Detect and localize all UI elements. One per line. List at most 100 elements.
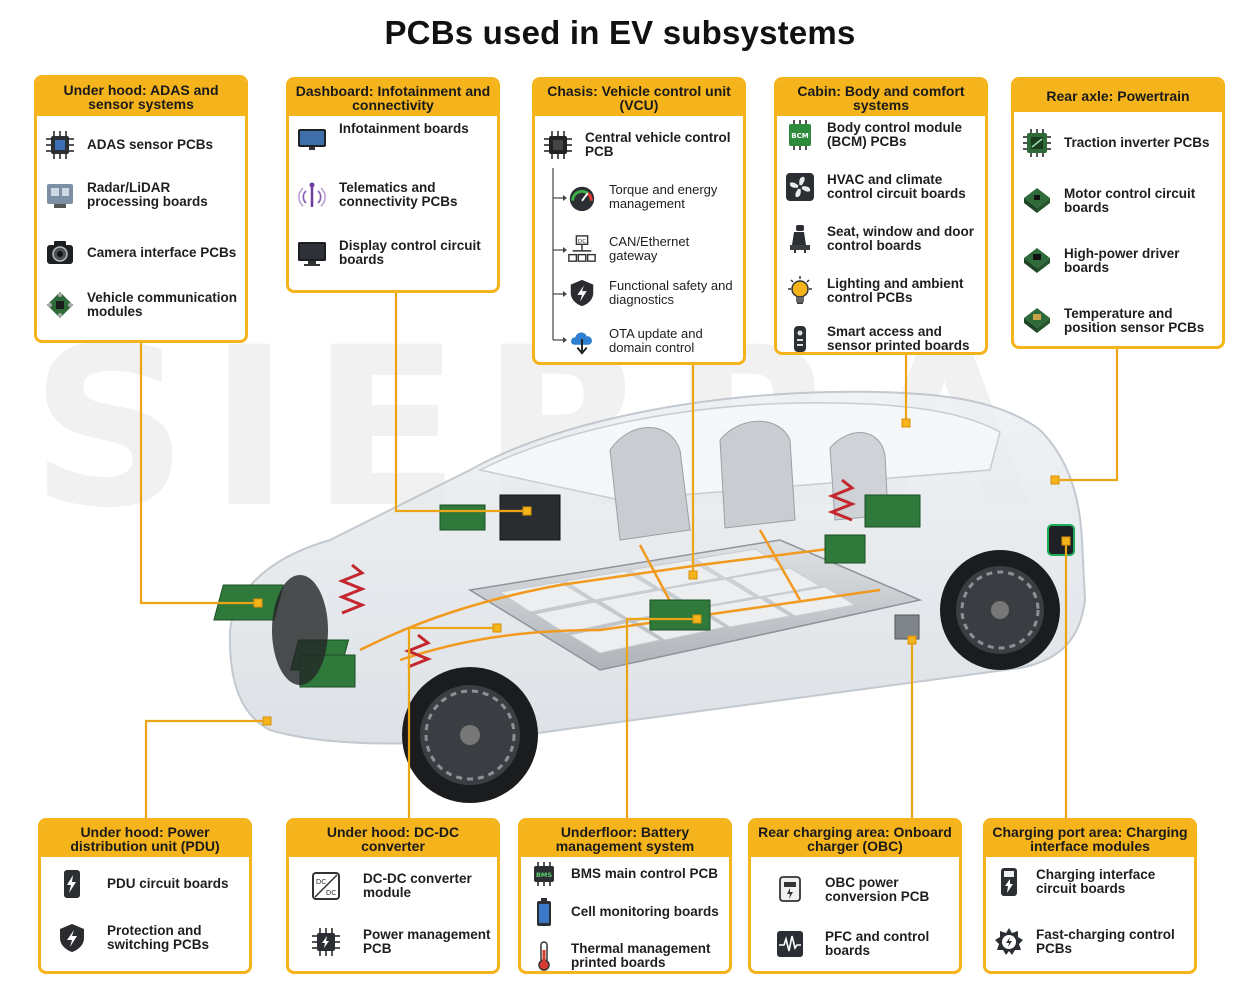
- item-label: Functional safety and diagnostics: [609, 278, 733, 307]
- shield-bolt-icon: [55, 921, 89, 955]
- item-label: Body control module (BCM) PCBs: [827, 120, 962, 149]
- dc-network-icon: DC: [565, 232, 599, 266]
- list-item: Torque and energy management: [565, 180, 739, 214]
- list-item: Fast-charging control PCBs: [992, 925, 1190, 959]
- page-title: PCBs used in EV subsystems: [384, 14, 856, 51]
- list-item: Vehicle communication modules: [43, 288, 241, 322]
- list-item: Seat, window and door control boards: [783, 222, 981, 256]
- item-label: DC-DC converter module: [363, 871, 472, 900]
- inverter-chip-icon: [1020, 126, 1054, 160]
- item-label: Charging interface circuit boards: [1036, 867, 1156, 896]
- svg-text:DC: DC: [326, 889, 336, 897]
- network-board-icon: [43, 288, 77, 322]
- thermometer-icon: [527, 939, 561, 971]
- adas-header: Under hood: ADAS and sensor systems: [37, 78, 245, 116]
- item-label: Torque and energy management: [609, 182, 718, 211]
- list-item: Display control circuit boards: [295, 236, 493, 270]
- item-label: Seat, window and door control boards: [827, 224, 975, 253]
- list-item: High-power driver boards: [1020, 244, 1218, 278]
- bms-chip-icon: BMS: [527, 857, 561, 891]
- antenna-icon: [295, 178, 329, 212]
- obc-box: [894, 614, 920, 640]
- item-label: Central vehicle control PCB: [585, 130, 731, 159]
- list-item: PFC and control boards: [773, 927, 955, 961]
- power-chip-icon: [309, 925, 343, 959]
- item-label: PDU circuit boards: [107, 876, 229, 891]
- dcdc-header: Under hood: DC-DC converter: [289, 821, 497, 857]
- list-item: Telematics and connectivity PCBs: [295, 178, 493, 212]
- radar-module-icon: [43, 178, 77, 212]
- item-label: BMS main control PCB: [571, 866, 719, 881]
- list-item: Functional safety and diagnostics: [565, 276, 739, 310]
- list-item: HVAC and climate control circuit boards: [783, 170, 981, 204]
- item-label: Thermal management printed boards: [571, 941, 711, 970]
- dashboard-box: Dashboard: Infotainment and connectivity…: [286, 77, 500, 293]
- dash-unit: [499, 494, 561, 541]
- tree-lines: [552, 168, 567, 343]
- gauge-icon: [565, 180, 599, 214]
- item-label: CAN/Ethernet gateway: [609, 234, 690, 263]
- power-box-icon: [55, 867, 89, 901]
- item-label: Infotainment boards: [339, 121, 469, 136]
- adas-box: Under hood: ADAS and sensor systems ADAS…: [34, 75, 248, 343]
- item-label: Protection and switching PCBs: [107, 923, 210, 952]
- monitor-icon: [295, 236, 329, 270]
- item-label: Smart access and sensor printed boards: [827, 324, 970, 353]
- item-label: Display control circuit boards: [339, 238, 481, 267]
- dashboard-header: Dashboard: Infotainment and connectivity: [289, 80, 497, 116]
- item-label: Power management PCB: [363, 927, 491, 956]
- item-label: PFC and control boards: [825, 929, 930, 958]
- item-label: Traction inverter PCBs: [1064, 135, 1210, 150]
- cabin-box: Cabin: Body and comfort systems BCM Body…: [774, 77, 988, 355]
- fan-icon: [783, 170, 817, 204]
- rear-seat: [719, 420, 796, 529]
- board-icon: [1020, 304, 1054, 338]
- list-item: Thermal management printed boards: [527, 939, 725, 971]
- list-item: DC CAN/Ethernet gateway: [565, 232, 739, 266]
- fast-charge-gear-icon: [992, 925, 1026, 959]
- list-item: Smart access and sensor printed boards: [783, 322, 981, 353]
- list-item: Power management PCB: [309, 925, 493, 959]
- charging-port: [1047, 524, 1075, 556]
- list-item: Infotainment boards: [295, 122, 493, 156]
- item-label: Motor control circuit boards: [1064, 186, 1196, 215]
- svg-text:DC: DC: [578, 239, 586, 245]
- chassis-box: Chasis: Vehicle control unit (VCU) Centr…: [532, 77, 746, 365]
- bulb-icon: [783, 274, 817, 308]
- list-item: OTA update and domain control: [565, 324, 739, 358]
- item-label: OTA update and domain control: [609, 326, 703, 355]
- cloud-download-icon: [565, 324, 599, 358]
- seat-icon: [783, 222, 817, 256]
- list-item: Temperature and position sensor PCBs: [1020, 304, 1218, 338]
- bms-box: Underfloor: Battery management system BM…: [518, 818, 732, 974]
- item-label: ADAS sensor PCBs: [87, 137, 214, 152]
- battery-icon: [527, 895, 561, 929]
- rear-header: Rear axle: Powertrain: [1014, 80, 1222, 112]
- port-box: Charging port area: Charging interface m…: [983, 818, 1197, 974]
- board-icon: [1020, 244, 1054, 278]
- bcm-icon-text: BCM: [791, 132, 808, 140]
- item-label: HVAC and climate control circuit boards: [827, 172, 966, 201]
- front-seat: [609, 427, 691, 541]
- item-label: Fast-charging control PCBs: [1036, 927, 1175, 956]
- cabin-header: Cabin: Body and comfort systems: [777, 80, 985, 116]
- screen-icon: [295, 122, 329, 156]
- svg-text:DC: DC: [316, 878, 326, 886]
- bms-icon-text: BMS: [536, 871, 552, 879]
- port-header: Charging port area: Charging interface m…: [986, 821, 1194, 857]
- item-label: Vehicle communication modules: [87, 290, 238, 319]
- list-item: Camera interface PCBs: [43, 236, 241, 270]
- front-left-wheel: [272, 575, 328, 685]
- front-wheel: [402, 667, 538, 803]
- list-item: OBC power conversion PCB: [773, 873, 955, 907]
- charge-box-icon: [992, 865, 1026, 899]
- key-fob-icon: [783, 322, 817, 352]
- list-item: ADAS sensor PCBs: [43, 128, 241, 162]
- item-label: Lighting and ambient control PCBs: [827, 276, 964, 305]
- item-label: Radar/LiDAR processing boards: [87, 180, 208, 209]
- list-item: Motor control circuit boards: [1020, 184, 1218, 218]
- list-item: BCM Body control module (BCM) PCBs: [783, 118, 981, 152]
- item-label: Telematics and connectivity PCBs: [339, 180, 458, 209]
- list-item: Charging interface circuit boards: [992, 865, 1190, 899]
